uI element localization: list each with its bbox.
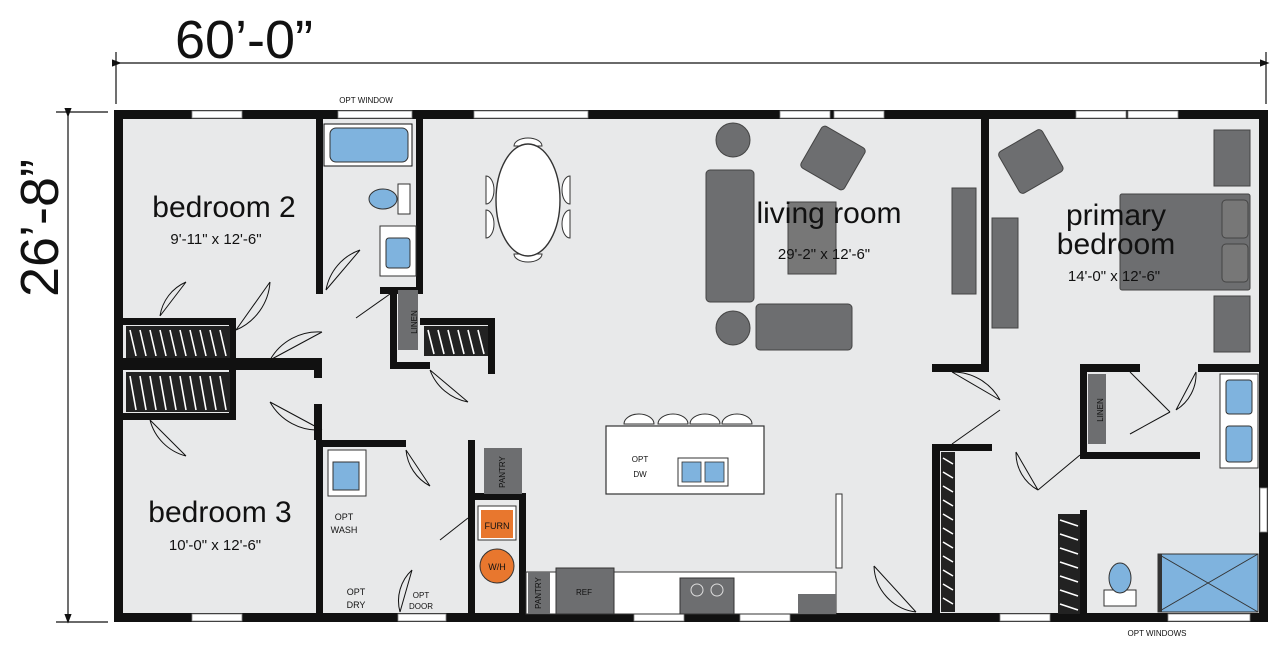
opt-wash-label-2: WASH — [331, 525, 358, 535]
ref-label: REF — [576, 588, 592, 597]
kitchen-island: OPT DW — [605, 413, 765, 495]
primary-bath: LINEN — [1088, 373, 1259, 613]
primary-size: 14'-0" x 12'-6" — [1068, 268, 1160, 285]
linen-cabinet — [398, 290, 418, 350]
water-heater-icon — [479, 548, 515, 584]
opt-dry-label: OPT — [347, 587, 366, 597]
exterior-walls — [114, 110, 1268, 622]
dimension-width: 60’-0” — [112, 10, 1270, 104]
opt-windows-label: OPT WINDOWS — [1128, 629, 1187, 638]
sink-icon — [1225, 379, 1253, 415]
pantry-label-2: PANTRY — [534, 576, 543, 608]
refrigerator-icon — [555, 567, 615, 615]
primary-name-line1: primary — [1066, 199, 1166, 232]
bedroom2-name: bedroom 2 — [152, 191, 295, 224]
opt-dry-label-2: DRY — [347, 600, 366, 610]
primary-name-line2: bedroom — [1057, 228, 1175, 261]
furn-label: FURN — [485, 521, 510, 531]
island-sink-icon — [681, 461, 702, 483]
living-furniture — [705, 122, 977, 351]
bath1-fixtures — [323, 123, 417, 277]
mechanical: FURN W/H — [477, 505, 517, 584]
pantry-label: PANTRY — [498, 455, 507, 487]
door-swings — [149, 249, 1197, 613]
opt-wash-label: OPT — [335, 512, 354, 522]
room-labels: bedroom 2 9'-11" x 12'-6" bedroom 3 10'-… — [148, 191, 1175, 554]
sofa-icon — [705, 169, 755, 303]
wh-label: W/H — [488, 562, 506, 572]
linen-label-2: LINEN — [1096, 398, 1105, 422]
opt-door-label: OPT — [413, 591, 430, 600]
dimension-depth: 26’-8” — [10, 108, 108, 624]
tv-console-icon — [951, 187, 977, 295]
loveseat-icon — [755, 303, 853, 351]
pantry-cabinet — [484, 448, 522, 494]
toilet-icon — [368, 188, 398, 210]
bathtub-icon — [329, 127, 409, 163]
width-label: 60’-0” — [175, 10, 313, 70]
coffee-table-icon — [787, 201, 837, 275]
washer-icon — [332, 461, 360, 491]
furnace-icon — [481, 510, 513, 538]
interior-walls — [120, 116, 1262, 618]
kitchen-counter: REF PANTRY — [525, 493, 843, 615]
bedroom3-name: bedroom 3 — [148, 496, 291, 529]
laundry: OPT WASH OPT DRY OPT DOOR — [327, 449, 433, 611]
armchair-icon — [998, 129, 1064, 194]
living-room-size: 29'-2" x 12'-6" — [778, 246, 870, 263]
dresser-icon — [991, 217, 1019, 329]
armchair-icon — [800, 125, 866, 191]
bedroom3-size: 10'-0" x 12'-6" — [169, 537, 261, 554]
primary-furniture — [991, 129, 1251, 353]
toilet-icon — [1108, 562, 1132, 594]
linen-label: LINEN — [410, 310, 419, 334]
dining-table-icon — [495, 143, 561, 257]
living-room-name: living room — [756, 197, 901, 230]
windows — [191, 110, 1268, 622]
bed-icon — [1119, 193, 1251, 291]
opt-door-label-2: DOOR — [409, 602, 433, 611]
opt-dw-label-2: DW — [633, 470, 647, 479]
opt-dw-label: OPT — [632, 455, 649, 464]
dining-table — [485, 137, 571, 263]
side-table-icon — [715, 122, 751, 158]
sink-icon — [385, 237, 411, 269]
nightstand-icon — [1213, 129, 1251, 187]
opt-window-label: OPT WINDOW — [339, 96, 393, 105]
closet-hangers — [126, 326, 1080, 614]
depth-label: 26’-8” — [10, 159, 70, 297]
bedroom2-size: 9'-11" x 12'-6" — [170, 231, 261, 248]
range-icon — [679, 577, 735, 615]
linen-cabinet-2 — [1088, 374, 1106, 444]
